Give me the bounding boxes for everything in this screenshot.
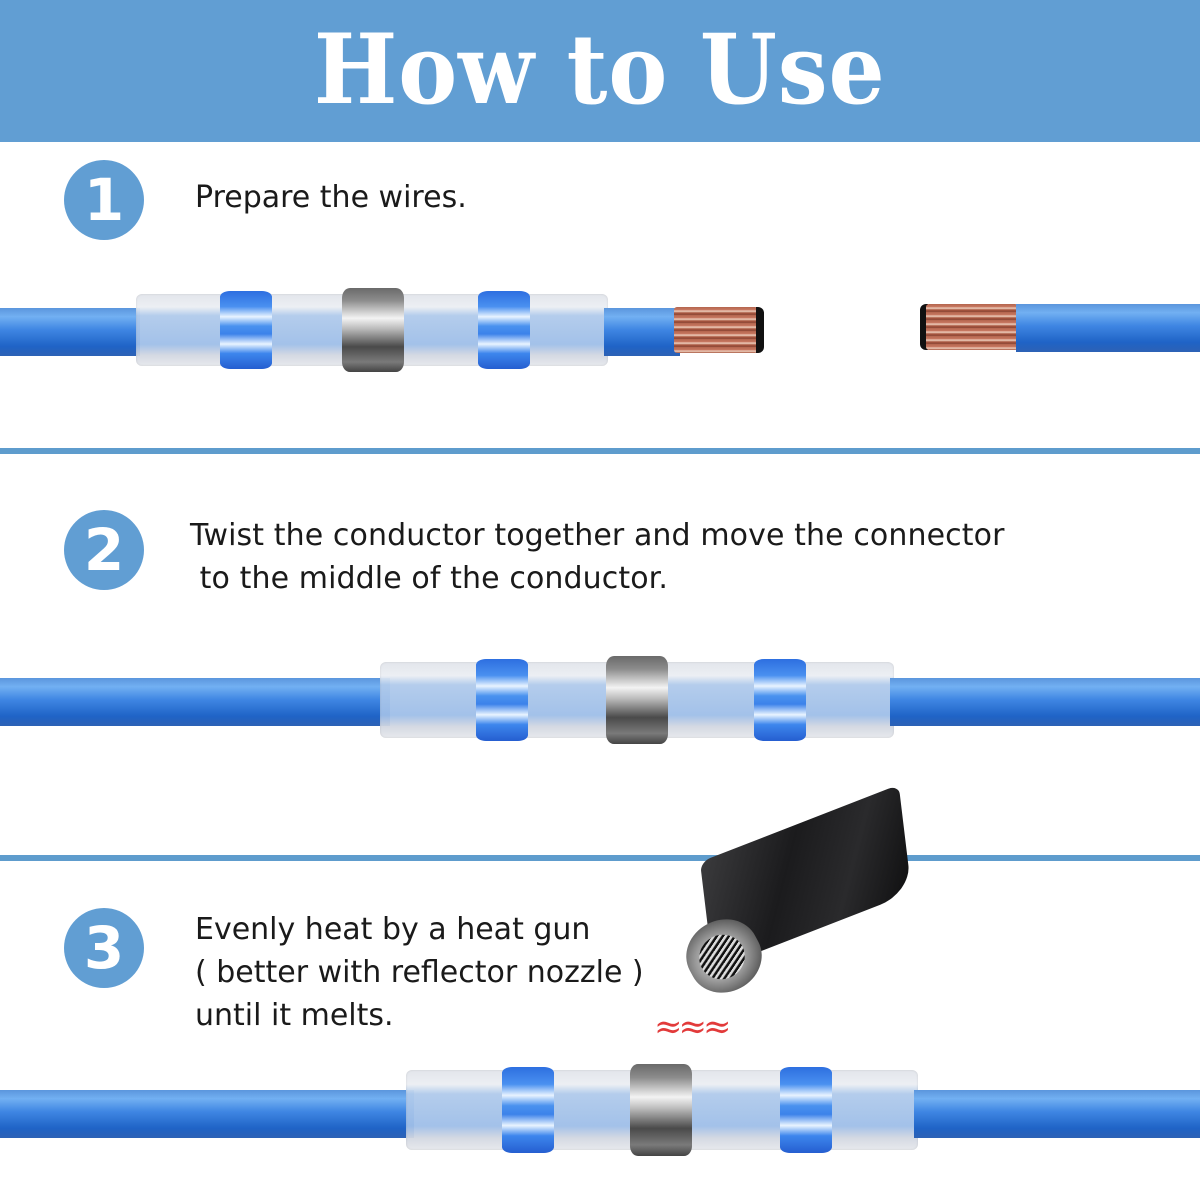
- step-3-text: Evenly heat by a heat gun ( better with …: [195, 912, 644, 1033]
- solder-ring: [342, 288, 404, 372]
- wire-left: [0, 308, 140, 356]
- step-3-badge: 3: [64, 908, 144, 988]
- step-2-badge: 2: [64, 510, 144, 590]
- sealing-ring-left: [476, 659, 528, 741]
- stripped-copper-right: [926, 304, 1018, 350]
- copper-end-right: [920, 304, 928, 350]
- step-1-badge: 1: [64, 160, 144, 240]
- wire-middle-left: [604, 308, 680, 356]
- sealing-ring-right: [478, 291, 530, 369]
- copper-end-left: [756, 307, 764, 353]
- page-title: How to Use: [314, 13, 886, 126]
- header-banner: How to Use: [0, 0, 1200, 142]
- step-1-text: Prepare the wires.: [195, 180, 467, 215]
- sealing-ring-right: [780, 1067, 832, 1153]
- step-2-text: Twist the conductor together and move th…: [190, 518, 1005, 596]
- wire-right: [1016, 304, 1200, 352]
- divider-2: [0, 855, 1200, 861]
- wire-left: [0, 1090, 414, 1138]
- wire-right: [890, 678, 1200, 726]
- heat-waves-icon: ≈≈≈: [654, 1007, 731, 1047]
- solder-ring: [606, 656, 668, 744]
- stripped-copper-left: [674, 307, 758, 353]
- solder-seal-connector: [406, 1064, 918, 1156]
- sealing-ring-left: [220, 291, 272, 369]
- sealing-ring-right: [754, 659, 806, 741]
- sealing-ring-left: [502, 1067, 554, 1153]
- wire-left: [0, 678, 390, 726]
- solder-seal-connector: [136, 288, 608, 372]
- solder-seal-connector: [380, 656, 894, 744]
- solder-ring: [630, 1064, 692, 1156]
- divider-1: [0, 448, 1200, 454]
- wire-right: [914, 1090, 1200, 1138]
